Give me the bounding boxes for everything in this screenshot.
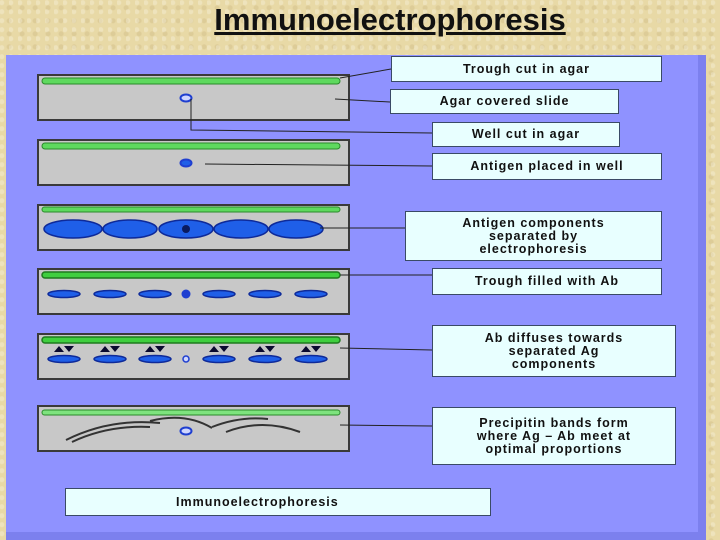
footer-caption: Immunoelectrophoresis [65, 488, 491, 516]
label-agar-slide: Agar covered slide [390, 89, 619, 114]
label-antigen-placed: Antigen placed in well [432, 153, 662, 180]
label-trough-filled: Trough filled with Ab [432, 268, 662, 295]
slide-step-4 [37, 268, 350, 315]
slide-step-1 [37, 74, 350, 121]
label-precipitin-bands: Precipitin bands form where Ag – Ab meet… [432, 407, 676, 465]
slide-step-2 [37, 139, 350, 186]
label-antigen-separated: Antigen components separated by electrop… [405, 211, 662, 261]
label-well-cut: Well cut in agar [432, 122, 620, 147]
slide-step-3 [37, 204, 350, 251]
label-ab-diffuses: Ab diffuses towards separated Ag compone… [432, 325, 676, 377]
slide-step-6 [37, 405, 350, 452]
slide-step-5 [37, 333, 350, 380]
page-title: Immunoelectrophoresis [214, 2, 566, 37]
label-trough-cut: Trough cut in agar [391, 56, 662, 82]
